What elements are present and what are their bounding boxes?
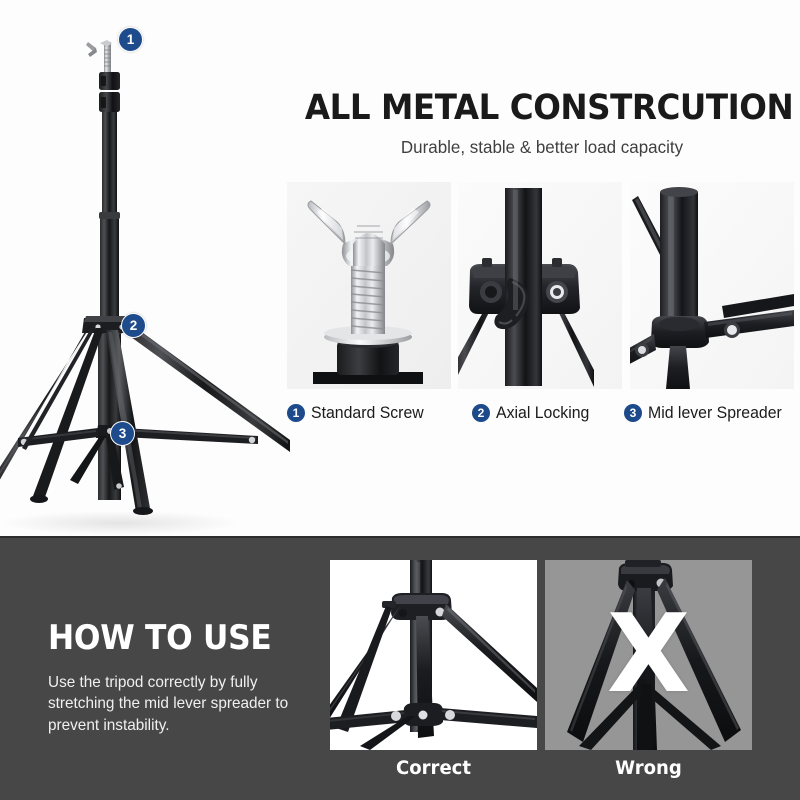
wrong-x-overlay: X bbox=[606, 592, 691, 717]
caption-label-1: Standard Screw bbox=[311, 403, 424, 422]
column-section-3 bbox=[102, 112, 117, 217]
how-to-use-text-block: HOW TO USE Use the tripod correctly by f… bbox=[48, 618, 310, 736]
usecase-correct-image bbox=[330, 560, 537, 750]
callout-badge-1[interactable]: 1 bbox=[118, 27, 143, 52]
usecase-wrong-image: X bbox=[545, 560, 752, 750]
caption-axial-locking[interactable]: 2 Axial Locking bbox=[472, 400, 593, 426]
foot-front bbox=[133, 507, 153, 515]
usecase-correct[interactable]: Correct bbox=[330, 560, 537, 779]
how-to-use-title: HOW TO USE bbox=[48, 618, 272, 658]
caption-badge-1: 1 bbox=[287, 404, 305, 422]
wing-screw-photo bbox=[287, 182, 451, 389]
how-to-use-section: HOW TO USE Use the tripod correctly by f… bbox=[0, 536, 800, 800]
feature-photo-standard-screw[interactable] bbox=[287, 182, 451, 389]
tripod-spread-correct-photo bbox=[330, 560, 537, 750]
feature-photo-axial-locking[interactable] bbox=[458, 182, 622, 389]
leg-brace-left bbox=[22, 330, 93, 450]
tripod-product-illustration: 1 2 3 bbox=[0, 0, 290, 536]
leg-rear-left bbox=[33, 328, 104, 500]
usecase-correct-label: Correct bbox=[395, 757, 472, 779]
caption-label-2: Axial Locking bbox=[496, 403, 590, 422]
tripod-collapsed-wrong-photo bbox=[545, 560, 752, 750]
feature-caption-row: 1 Standard Screw 2 Axial Locking 3 Mid l… bbox=[287, 400, 799, 426]
leg-front bbox=[106, 330, 150, 512]
tripod-svg bbox=[0, 40, 290, 535]
leg-left bbox=[0, 324, 92, 480]
caption-label-3: Mid lever Spreader bbox=[648, 403, 782, 422]
callout-badge-3[interactable]: 3 bbox=[110, 421, 135, 446]
caption-badge-3: 3 bbox=[624, 404, 642, 422]
page-subtitle: Durable, stable & better load capacity bbox=[400, 137, 684, 157]
callout-badge-2[interactable]: 2 bbox=[121, 313, 146, 338]
mid-spreader-photo bbox=[630, 182, 794, 389]
top-screw-assembly bbox=[86, 40, 112, 72]
caption-mid-spreader[interactable]: 3 Mid lever Spreader bbox=[624, 400, 787, 426]
foot-rear-left bbox=[30, 495, 48, 503]
feature-photo-mid-spreader[interactable] bbox=[630, 182, 794, 389]
caption-standard-screw[interactable]: 1 Standard Screw bbox=[287, 400, 428, 426]
usecase-wrong[interactable]: X Wrong bbox=[545, 560, 752, 779]
usecase-wrong-label: Wrong bbox=[615, 757, 682, 779]
features-section: 1 2 3 ALL METAL CONSTRCUTION Durable, st… bbox=[0, 0, 799, 536]
how-to-use-body: Use the tripod correctly by fully stretc… bbox=[48, 674, 289, 734]
page-title: ALL METAL CONSTRCUTION bbox=[304, 88, 794, 128]
axial-lock-photo bbox=[458, 182, 622, 389]
caption-badge-2: 2 bbox=[472, 404, 490, 422]
leg-right bbox=[124, 322, 290, 452]
heading-block: ALL METAL CONSTRCUTION Durable, stable &… bbox=[287, 88, 797, 158]
feature-photo-row bbox=[287, 182, 797, 389]
column-section-2 bbox=[100, 217, 119, 332]
